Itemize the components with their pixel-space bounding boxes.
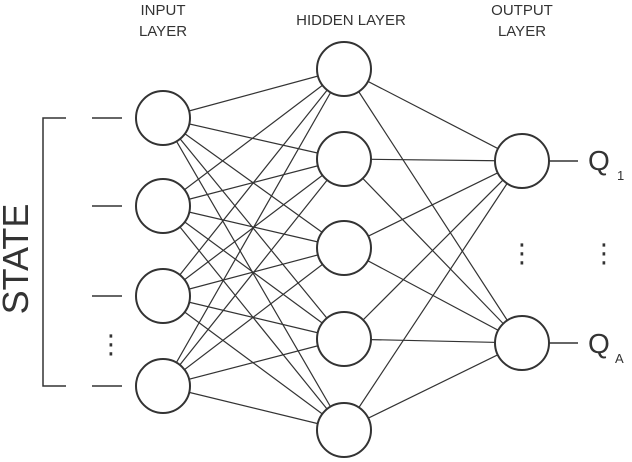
input-node-3	[135, 268, 191, 324]
edge-hidden-output-0-1	[343, 68, 523, 344]
input-node-4	[135, 358, 191, 414]
connections	[162, 68, 523, 431]
output-node-1	[494, 133, 550, 189]
edge-hidden-output-4-0	[343, 160, 523, 431]
hidden-layer-title: HIDDEN LAYER	[296, 12, 406, 29]
hidden-node-3	[316, 220, 372, 276]
state-label: STATE	[0, 204, 36, 315]
input-layer-title-line1: INPUT	[141, 2, 186, 19]
input-stubs	[92, 117, 122, 387]
hidden-node-2	[316, 131, 372, 187]
edge-hidden-output-1-0	[343, 158, 523, 162]
edge-input-hidden-3-0	[162, 68, 345, 387]
edge-input-hidden-0-4	[162, 117, 345, 431]
edge-input-hidden-0-1	[162, 117, 345, 160]
edge-input-hidden-3-4	[162, 385, 345, 431]
input-node-1	[135, 90, 191, 146]
edge-hidden-output-1-1	[343, 158, 523, 344]
edge-input-hidden-3-1	[162, 158, 345, 387]
edge-input-hidden-3-2	[162, 247, 345, 387]
output-ellipsis: ⋮	[509, 239, 535, 269]
state-bracket	[42, 117, 66, 387]
q-ellipsis: ⋮	[591, 239, 617, 269]
output-node-2	[494, 315, 550, 371]
qa-label: Q	[588, 328, 610, 359]
input-layer-title-line2: LAYER	[139, 23, 187, 40]
hidden-node-4	[316, 311, 372, 367]
edge-hidden-output-3-0	[343, 160, 523, 340]
edge-hidden-output-3-1	[343, 338, 523, 344]
output-layer-title-line2: LAYER	[498, 23, 546, 40]
edge-input-hidden-2-0	[162, 68, 345, 297]
edge-input-hidden-0-0	[162, 68, 345, 119]
edge-hidden-output-2-0	[343, 160, 523, 249]
input-ellipsis: ⋮	[98, 330, 124, 360]
nodes	[135, 41, 550, 458]
hidden-node-5	[316, 402, 372, 458]
q1-output: Q 1	[549, 145, 624, 183]
hidden-node-1	[316, 41, 372, 97]
q1-subscript: 1	[617, 168, 624, 183]
edge-input-hidden-1-0	[162, 68, 345, 207]
output-layer-title-line1: OUTPUT	[491, 2, 553, 19]
input-node-2	[135, 178, 191, 234]
q1-label: Q	[588, 145, 610, 176]
edge-hidden-output-0-0	[343, 68, 523, 162]
edge-hidden-output-4-1	[343, 342, 523, 431]
edge-input-hidden-3-3	[162, 338, 345, 387]
qa-subscript: A	[615, 351, 624, 366]
qa-output: Q A	[549, 328, 624, 366]
